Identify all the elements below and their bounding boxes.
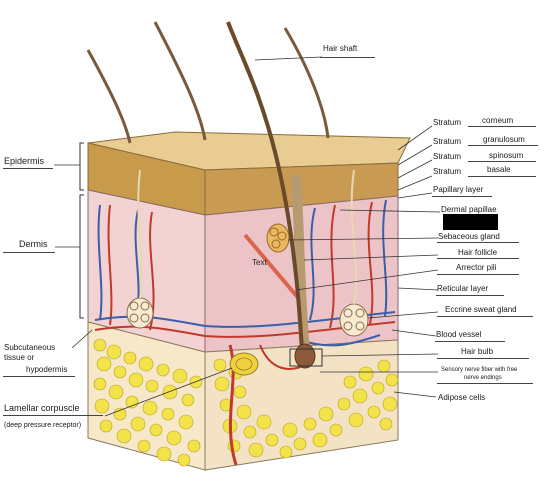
label-hair-bulb: Hair bulb bbox=[461, 347, 494, 356]
label-arrector-pili: Arrector pili bbox=[456, 263, 497, 272]
eccrine-sweat-gland-right bbox=[339, 303, 369, 337]
underline-dermis bbox=[3, 252, 55, 253]
underline-hair-shaft bbox=[320, 57, 375, 58]
underline-sebaceous bbox=[437, 242, 519, 243]
hair-shaft-1 bbox=[86, 49, 132, 144]
label-subcutaneous-1: Subcutaneous bbox=[4, 343, 56, 352]
label-hair-follicle: Hair follicle bbox=[458, 248, 498, 257]
underline-corneum bbox=[468, 126, 536, 127]
sweat-duct-right bbox=[350, 169, 358, 305]
label-sebaceous-gland: Sebaceous gland bbox=[438, 232, 500, 241]
label-reticular-layer: Reticular layer bbox=[437, 284, 489, 293]
redacted-label-box bbox=[443, 214, 498, 230]
label-basale: basale bbox=[487, 165, 511, 174]
placeholder-text-label: Text bbox=[252, 258, 267, 267]
leader-lines-right bbox=[287, 125, 441, 398]
underline-granulosum bbox=[468, 145, 538, 146]
underline-basale bbox=[468, 176, 536, 177]
label-blood-vessel: Blood vessel bbox=[436, 330, 482, 339]
label-granulosum: granulosum bbox=[483, 135, 525, 144]
label-dermis: Dermis bbox=[19, 239, 48, 249]
label-stratum-2: Stratum bbox=[433, 137, 462, 146]
underline-arrector bbox=[437, 274, 519, 275]
label-corneum: corneum bbox=[482, 116, 514, 125]
hair-shaft-3 bbox=[283, 27, 330, 139]
label-spinosum: spinosum bbox=[489, 151, 524, 160]
label-stratum-3: Stratum bbox=[433, 152, 462, 161]
underline-sensory bbox=[437, 383, 533, 384]
label-subcutaneous-2: tissue or bbox=[4, 353, 35, 362]
leader-lines-left bbox=[54, 56, 323, 417]
sebaceous-gland bbox=[266, 223, 290, 253]
label-lamellar-2: (deep pressure receptor) bbox=[4, 422, 82, 429]
arrector-pili bbox=[243, 233, 302, 302]
underline-blood-vessel bbox=[435, 341, 505, 342]
lamellar-corpuscle bbox=[229, 352, 259, 376]
underline-spinosum bbox=[468, 161, 536, 162]
underline-eccrine bbox=[437, 316, 533, 317]
underline-papillary bbox=[432, 196, 492, 197]
hair-shaft-2 bbox=[153, 21, 207, 141]
dermis-bracket bbox=[79, 194, 84, 319]
label-hair-shaft: Hair shaft bbox=[323, 44, 358, 53]
hair-shaft-main bbox=[226, 21, 304, 351]
label-stratum-4: Stratum bbox=[433, 167, 462, 176]
hair-follicle bbox=[291, 174, 310, 351]
label-sensory-1: Sensory nerve fiber with free bbox=[441, 367, 518, 373]
epidermis-bracket bbox=[79, 142, 84, 191]
label-sensory-2: nerve endings bbox=[464, 375, 502, 381]
label-stratum-1: Stratum bbox=[433, 118, 462, 127]
sweat-duct-left bbox=[137, 169, 143, 299]
underline-follicle bbox=[437, 258, 519, 259]
label-dermal-papillae: Dermal papillae bbox=[441, 205, 497, 214]
lamellar-core bbox=[235, 357, 253, 371]
label-lamellar-1: Lamellar corpuscle bbox=[4, 403, 80, 413]
underline-reticular bbox=[436, 295, 504, 296]
underline-subcutaneous bbox=[3, 376, 75, 377]
underline-lamellar bbox=[3, 415, 103, 416]
hair-bulb-shape bbox=[294, 343, 316, 369]
label-subcutaneous-3: hypodermis bbox=[26, 365, 68, 374]
hair-bulb-box bbox=[289, 348, 323, 367]
eccrine-sweat-gland-left bbox=[126, 297, 154, 329]
label-papillary-layer: Papillary layer bbox=[433, 185, 484, 194]
label-eccrine: Eccrine sweat gland bbox=[445, 305, 517, 314]
underline-hair-bulb bbox=[437, 358, 529, 359]
adipose-cells bbox=[93, 338, 399, 467]
label-adipose-cells: Adipose cells bbox=[438, 393, 486, 402]
underline-epidermis bbox=[3, 168, 53, 169]
label-epidermis: Epidermis bbox=[4, 156, 45, 166]
